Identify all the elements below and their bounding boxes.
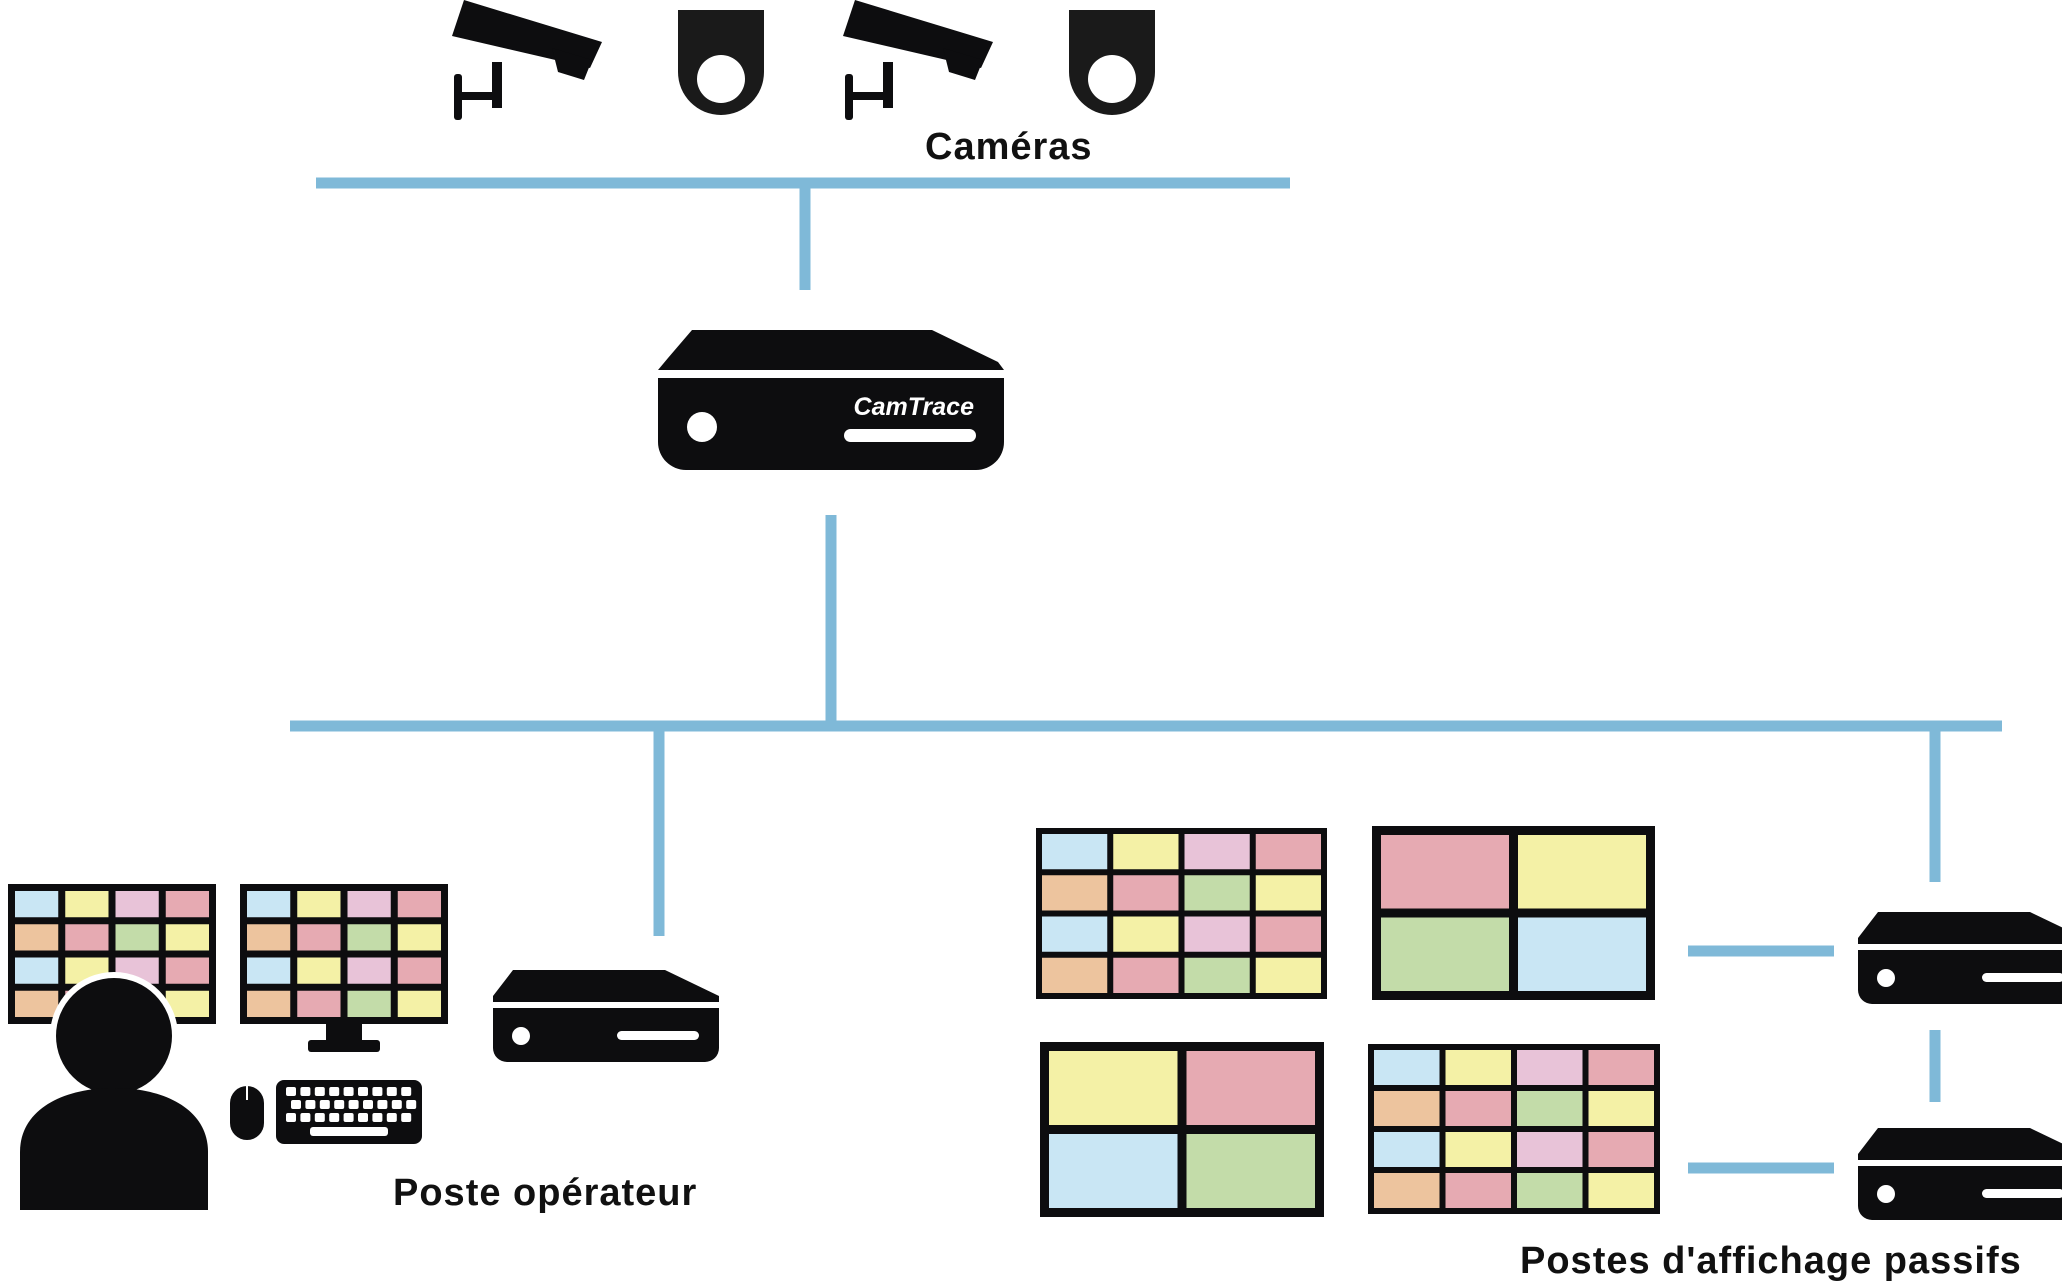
video-tile [1374, 1173, 1440, 1208]
display-screen [1372, 826, 1655, 1000]
video-tile [1517, 1173, 1583, 1208]
video-tile [1588, 1132, 1654, 1167]
video-tile [1184, 916, 1250, 952]
video-tile [1042, 957, 1108, 993]
video-tile [1374, 1050, 1440, 1085]
video-tile [1042, 875, 1108, 911]
keyboard-icon [276, 1080, 422, 1144]
operator-person-icon [20, 972, 208, 1210]
passive-displays-label: Postes d'affichage passifs [1520, 1240, 2022, 1282]
video-tile [165, 957, 209, 984]
video-tile [1042, 834, 1108, 870]
video-tile [1517, 1091, 1583, 1126]
video-tile [1049, 1051, 1178, 1125]
video-tile [15, 891, 59, 918]
video-tile [347, 990, 391, 1017]
video-tile [65, 924, 109, 951]
video-tile [1381, 917, 1509, 991]
video-tile [297, 891, 341, 918]
dome-camera-icon [1069, 10, 1155, 115]
video-tile [1042, 916, 1108, 952]
video-tile [1255, 916, 1321, 952]
video-tile [1113, 916, 1179, 952]
display-screen [1368, 1044, 1660, 1214]
video-tile [1113, 875, 1179, 911]
bullet-camera-icon [843, 0, 993, 120]
video-tile [115, 891, 159, 918]
video-tile [1517, 1132, 1583, 1167]
video-tile [397, 957, 441, 984]
mouse-icon [230, 1086, 264, 1140]
video-tile [15, 924, 59, 951]
video-tile [347, 957, 391, 984]
monitor-stand-icon [308, 1024, 380, 1052]
camtrace-brand-label: CamTrace [854, 393, 975, 421]
video-tile [1445, 1173, 1511, 1208]
monitor-icon [240, 884, 448, 1024]
client-box-icon [1858, 1128, 2062, 1220]
video-tile [1184, 957, 1250, 993]
video-tile [115, 924, 159, 951]
bullet-camera-icon [452, 0, 602, 120]
video-tile [297, 924, 341, 951]
video-tile [397, 891, 441, 918]
video-tile [1517, 1050, 1583, 1085]
video-tile [165, 924, 209, 951]
video-tile [1374, 1132, 1440, 1167]
video-tile [297, 957, 341, 984]
cameras-label: Caméras [925, 126, 1093, 168]
video-tile [247, 957, 291, 984]
video-tile [247, 891, 291, 918]
display-screen [1040, 1042, 1324, 1217]
monitor-icon [8, 884, 216, 1024]
video-tile [1518, 835, 1646, 909]
video-tile [1184, 875, 1250, 911]
video-tile [1588, 1173, 1654, 1208]
video-tile [397, 990, 441, 1017]
video-tile [1374, 1091, 1440, 1126]
client-box-icon [493, 970, 719, 1062]
client-box-icon [1858, 912, 2062, 1004]
display-screen [1036, 828, 1327, 999]
video-tile [15, 990, 59, 1017]
dome-camera-icon [678, 10, 764, 115]
video-tile [165, 891, 209, 918]
video-tile [247, 924, 291, 951]
video-tile [1445, 1050, 1511, 1085]
video-tile [1588, 1091, 1654, 1126]
video-tile [1381, 835, 1509, 909]
video-tile [397, 924, 441, 951]
video-tile [1255, 957, 1321, 993]
video-tile [1049, 1134, 1178, 1208]
video-tile [1518, 917, 1646, 991]
video-tile [1113, 834, 1179, 870]
video-tile [1184, 834, 1250, 870]
video-tile [1588, 1050, 1654, 1085]
video-tile [247, 990, 291, 1017]
video-tile [1113, 957, 1179, 993]
video-tile [65, 891, 109, 918]
video-tile [297, 990, 341, 1017]
video-tile [1445, 1132, 1511, 1167]
video-tile [347, 924, 391, 951]
camtrace-server-icon: CamTrace [658, 330, 1004, 470]
video-tile [347, 891, 391, 918]
video-tile [1186, 1134, 1315, 1208]
video-tile [15, 957, 59, 984]
video-tile [1255, 834, 1321, 870]
video-tile [1445, 1091, 1511, 1126]
operator-station-label: Poste opérateur [393, 1172, 698, 1214]
video-tile [1255, 875, 1321, 911]
video-tile [1186, 1051, 1315, 1125]
